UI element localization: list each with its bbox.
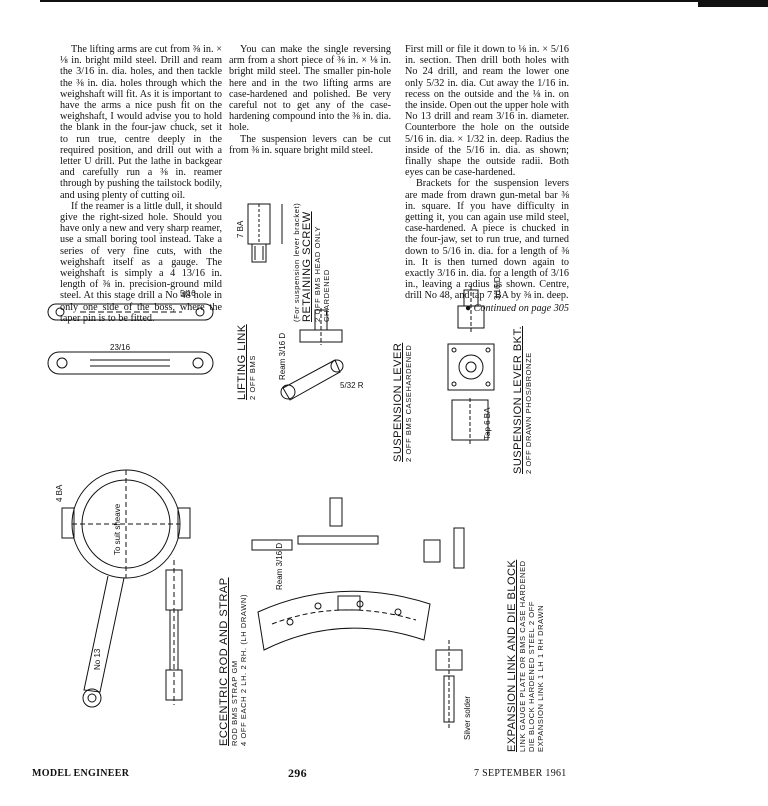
text-column-3: First mill or file it down to ⅛ in. × 5/… [405, 44, 569, 314]
expansion-link-title: EXPANSION LINK AND DIE BLOCK LINK GAUGE … [506, 559, 545, 752]
footer-page-number: 296 [288, 766, 307, 780]
retaining-screw-drawing [247, 203, 283, 263]
dim-label: Silver solder [463, 696, 472, 740]
dim-label: Tap 6 BA [483, 407, 492, 440]
footer-magazine-name: MODEL ENGINEER [32, 768, 130, 779]
top-rule-line [40, 0, 720, 2]
dim-label: Ream 3/16 D [275, 543, 284, 590]
eccentric-title: ECCENTRIC ROD AND STRAP ROD BMS STRAP GM… [218, 577, 248, 746]
text-column-2: You can make the single reversing arm fr… [229, 44, 391, 156]
eccentric-strap-drawing [61, 469, 191, 708]
paragraph: If the reamer is a little dull, it shoul… [60, 200, 222, 324]
continued-text: Continued on page 305 [473, 302, 569, 314]
continued-note: ● Continued on page 305 [405, 303, 569, 314]
paragraph: You can make the single reversing arm fr… [229, 44, 391, 134]
dim-label: 7 BA [236, 220, 245, 238]
suspension-lever-drawing [280, 308, 344, 401]
dim-label: 5/32 R [340, 381, 364, 390]
suspension-lever-bkt-title: SUSPENSION LEVER BKT. 2 OFF DRAWN PHOS/B… [512, 325, 533, 474]
paragraph: First mill or file it down to ⅛ in. × 5/… [405, 44, 569, 179]
dim-label: To suit sheave [113, 503, 122, 555]
suspension-lever-title: SUSPENSION LEVER 2 OFF BMS CASEHARDENED [392, 342, 413, 462]
footer-date: 7 SEPTEMBER 1961 [474, 768, 567, 779]
dim-label: 4 BA [55, 484, 64, 502]
bullet-icon: ● [464, 302, 472, 314]
lifting-link-title: LIFTING LINK 2 OFF BMS [236, 324, 257, 400]
dim-label: No 13 [93, 648, 102, 670]
text-column-1: The lifting arms are cut from ⅜ in. × ⅛ … [60, 44, 222, 324]
dim-label: Ream 3/16 D [278, 333, 287, 380]
expansion-link-drawing [251, 497, 465, 730]
top-rule [0, 0, 768, 8]
paragraph: The suspension levers can be cut from ⅜ … [229, 133, 391, 156]
paragraph: Brackets for the suspension levers are m… [405, 178, 569, 302]
retaining-screw-title: (For suspension lever bracket) RETAINING… [292, 202, 331, 322]
paragraph: The lifting arms are cut from ⅜ in. × ⅛ … [60, 44, 222, 201]
top-rule-tab [698, 0, 768, 7]
dim-label: 23/16 [110, 343, 131, 352]
